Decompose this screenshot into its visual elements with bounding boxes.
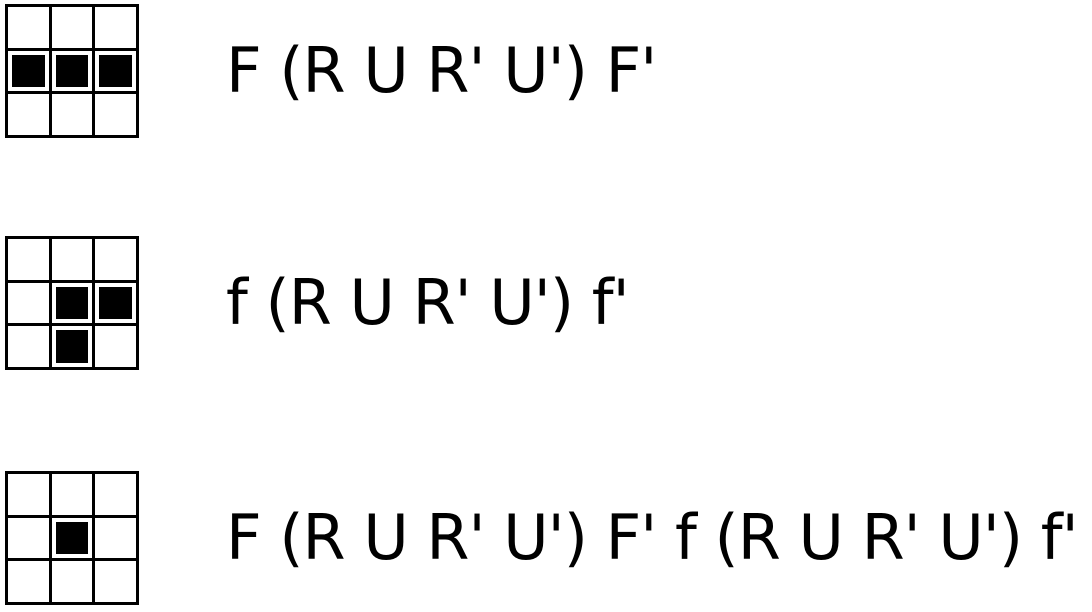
sticker-empty bbox=[95, 517, 136, 559]
sticker-empty bbox=[51, 474, 93, 515]
sticker-empty bbox=[51, 561, 93, 602]
sticker-empty bbox=[8, 282, 49, 324]
sticker-oriented bbox=[51, 326, 93, 367]
top-face-diagram-dot bbox=[5, 471, 139, 605]
sticker-empty bbox=[8, 561, 49, 602]
case-row-l-shape: f (R U R' U') f' bbox=[0, 236, 1092, 370]
sticker-oriented bbox=[95, 282, 136, 324]
sticker-empty bbox=[95, 561, 136, 602]
sticker-empty bbox=[95, 239, 136, 280]
sticker-empty bbox=[8, 94, 49, 135]
algorithm-text: F (R U R' U') F' f (R U R' U') f' bbox=[226, 501, 1079, 574]
sticker-oriented bbox=[51, 282, 93, 324]
sticker-empty bbox=[8, 326, 49, 367]
sticker-oriented bbox=[8, 50, 49, 92]
sticker-empty bbox=[8, 474, 49, 515]
sticker-empty bbox=[51, 239, 93, 280]
case-row-dot: F (R U R' U') F' f (R U R' U') f' bbox=[0, 471, 1092, 605]
sticker-oriented bbox=[51, 517, 93, 559]
algorithm-text: F (R U R' U') F' bbox=[226, 34, 657, 107]
sticker-empty bbox=[8, 517, 49, 559]
sticker-empty bbox=[95, 326, 136, 367]
sticker-oriented bbox=[51, 50, 93, 92]
sticker-empty bbox=[51, 7, 93, 48]
sticker-empty bbox=[95, 94, 136, 135]
sticker-oriented bbox=[95, 50, 136, 92]
sticker-empty bbox=[51, 94, 93, 135]
case-row-line: F (R U R' U') F' bbox=[0, 4, 1092, 138]
top-face-diagram-line bbox=[5, 4, 139, 138]
sticker-empty bbox=[8, 239, 49, 280]
sticker-empty bbox=[8, 7, 49, 48]
algorithm-text: f (R U R' U') f' bbox=[226, 266, 630, 339]
sticker-empty bbox=[95, 474, 136, 515]
sticker-empty bbox=[95, 7, 136, 48]
top-face-diagram-l-shape bbox=[5, 236, 139, 370]
